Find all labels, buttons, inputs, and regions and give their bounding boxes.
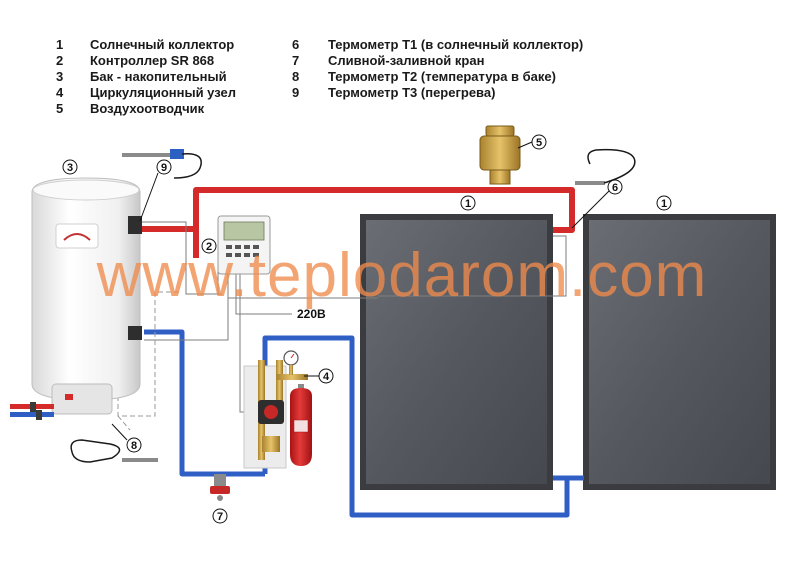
- callout-air-vent: 5: [517, 134, 547, 150]
- svg-text:1: 1: [465, 198, 471, 210]
- callout-pump-station: 4: [304, 368, 334, 384]
- legend-label-1: Солнечный коллектор: [90, 37, 235, 52]
- tank-label-plate: [55, 223, 99, 249]
- callout-tank: 3: [62, 159, 78, 175]
- sensor-t1-probe: [575, 148, 636, 185]
- svg-text:9: 9: [161, 162, 167, 174]
- solar-collector-right: [583, 214, 776, 490]
- watermark: www.teplodarom.com: [96, 241, 708, 310]
- legend-num-9: 9: [292, 85, 300, 100]
- legend-num-3: 3: [56, 69, 64, 84]
- sensor-t3-probe: [122, 149, 202, 179]
- voltage-label: 220B: [297, 307, 326, 321]
- legend-label-2: Контроллер SR 868: [90, 53, 215, 68]
- callout-collector-right: 1: [656, 195, 672, 211]
- legend-num-1: 1: [56, 37, 64, 52]
- svg-text:5: 5: [536, 137, 542, 149]
- svg-text:3: 3: [67, 162, 73, 174]
- sensor-wiring: [140, 221, 567, 413]
- tank-bottom-cover: [51, 383, 113, 415]
- svg-text:7: 7: [217, 511, 223, 523]
- callout-sensor-t1: 6: [571, 179, 623, 229]
- legend-num-2: 2: [56, 53, 64, 68]
- pressure-gauge: [283, 350, 299, 375]
- callout-sensor-t2: 8: [111, 423, 142, 453]
- svg-text:4: 4: [323, 371, 330, 383]
- legend-label-9: Термометр T3 (перегрева): [328, 85, 496, 100]
- legend-label-8: Термометр T2 (температура в баке): [328, 69, 556, 84]
- legend-num-8: 8: [292, 69, 300, 84]
- legend-label-7: Сливной-заливной кран: [328, 53, 485, 68]
- storage-tank: [31, 177, 142, 415]
- expansion-vessel: [290, 384, 312, 466]
- pump-station: [243, 360, 308, 469]
- callout-sensor-t3: 9: [139, 159, 172, 222]
- callout-collector-left: 1: [460, 195, 476, 211]
- sensor-t2-probe: [70, 439, 158, 463]
- tank-sensor-wiring: [117, 291, 182, 431]
- svg-text:6: 6: [612, 182, 618, 194]
- hot-supply-pipe: [140, 187, 575, 258]
- callout-controller: 2: [201, 238, 217, 254]
- svg-text:2: 2: [206, 241, 212, 253]
- legend-label-5: Воздухоотводчик: [90, 101, 205, 116]
- solar-collector-left: [360, 214, 553, 490]
- legend-label-3: Бак - накопительный: [90, 69, 227, 84]
- svg-text:8: 8: [131, 440, 137, 452]
- legend-label-6: Термометр T1 (в солнечный коллектор): [328, 37, 584, 52]
- drain-valve: [210, 474, 230, 501]
- air-vent: [479, 125, 521, 185]
- legend-num-4: 4: [56, 85, 64, 100]
- legend: 1 Солнечный коллектор 2 Контроллер SR 86…: [0, 0, 800, 120]
- svg-text:1: 1: [661, 198, 667, 210]
- legend-num-7: 7: [292, 53, 300, 68]
- controller-sr868: [217, 215, 271, 275]
- callout-drain-valve: 7: [212, 508, 228, 524]
- controller-display: [223, 221, 265, 241]
- legend-num-6: 6: [292, 37, 300, 52]
- legend-num-5: 5: [56, 101, 64, 116]
- tank-water-connections: [10, 402, 54, 420]
- legend-label-4: Циркуляционный узел: [90, 85, 237, 100]
